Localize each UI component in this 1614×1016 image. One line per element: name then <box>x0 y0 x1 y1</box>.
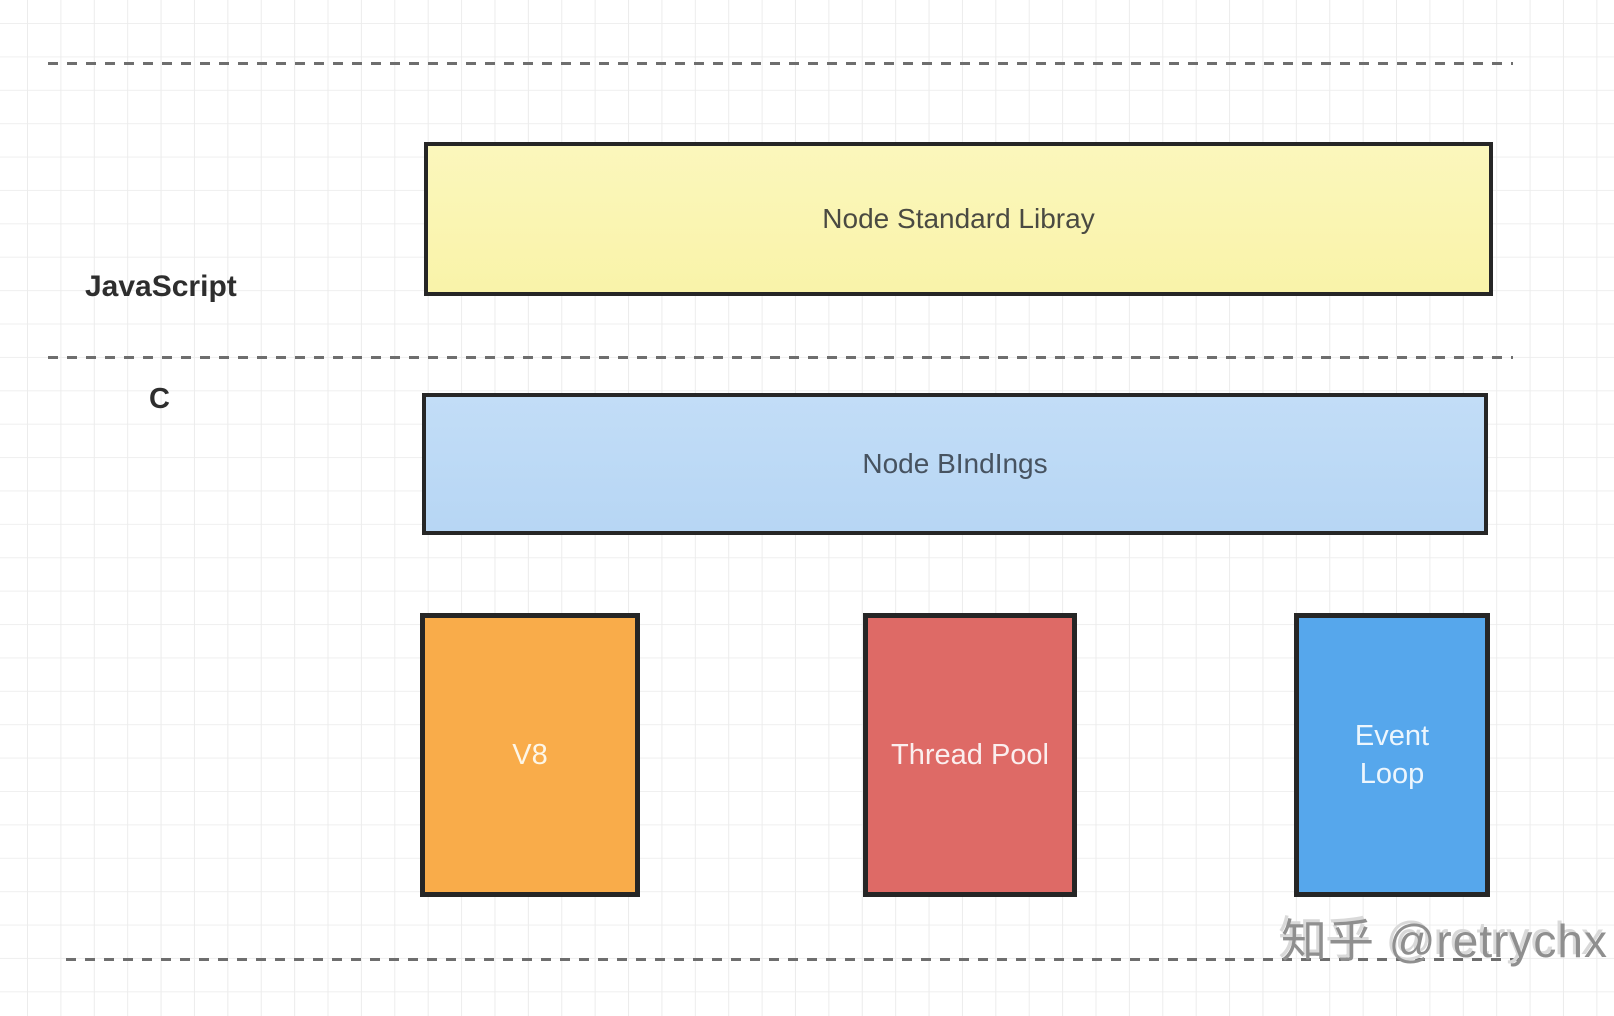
watermark-text: 知乎 @retrychx <box>1280 915 1608 967</box>
layer-label-javascript: JavaScript <box>85 270 237 303</box>
layer-label-c: C <box>149 383 170 415</box>
v8-label: V8 <box>512 738 548 771</box>
thread-pool-box: Thread Pool <box>863 613 1077 897</box>
node-standard-library-box: Node Standard Libray <box>424 142 1493 296</box>
node-standard-library-label: Node Standard Libray <box>822 203 1095 234</box>
event-loop-box: Event Loop <box>1294 613 1490 897</box>
node-bindings-box: Node BIndIngs <box>422 393 1488 535</box>
event-loop-label-line1: Event <box>1354 720 1430 752</box>
event-loop-label-line2: Loop <box>1359 758 1425 790</box>
thread-pool-label: Thread Pool <box>891 738 1049 771</box>
dashed-divider-bottom <box>66 958 1528 961</box>
dashed-divider-middle <box>48 356 1513 359</box>
dashed-divider-top <box>48 62 1513 65</box>
node-bindings-label: Node BIndIngs <box>862 448 1048 479</box>
v8-box: V8 <box>420 613 640 897</box>
